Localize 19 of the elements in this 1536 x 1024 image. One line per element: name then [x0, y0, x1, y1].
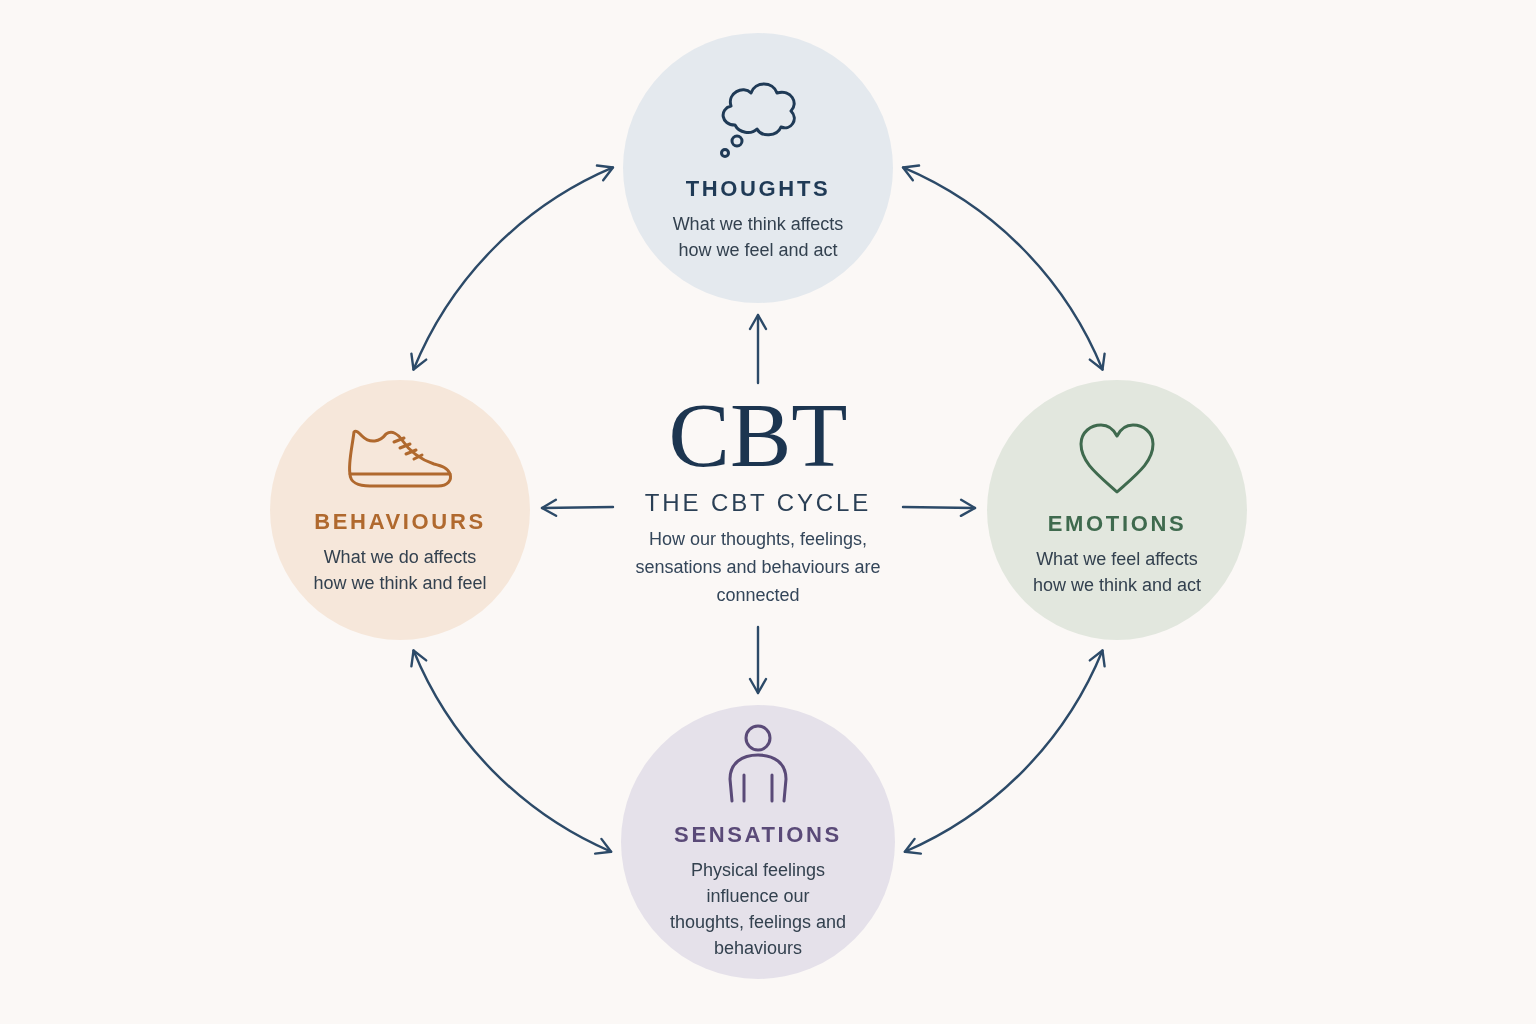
- arrow: [903, 649, 1105, 854]
- arrow: [901, 498, 977, 518]
- arrow: [748, 625, 768, 695]
- arrow: [748, 313, 768, 385]
- description: How our thoughts, feelings, sensations and behaviours are connected: [634, 528, 882, 607]
- arrow: [901, 165, 1105, 371]
- arrow: [411, 649, 613, 854]
- category-description: What we do affects how we think and feel: [312, 546, 488, 595]
- category-heading: BEHAVIOURS: [314, 508, 486, 536]
- category-heading: SENSATIONS: [674, 821, 842, 849]
- category-description: What we feel affects how we think and act: [1031, 548, 1203, 597]
- arrow: [411, 165, 615, 371]
- category-description: What we think affects how we feel and act: [671, 213, 845, 262]
- subtitle: THE CBT CYCLE: [644, 489, 872, 517]
- category-heading: EMOTIONS: [1047, 510, 1187, 538]
- title: CBT: [668, 393, 848, 477]
- category-description: Physical feelings influence our thoughts, feelings and behaviours: [668, 859, 848, 960]
- arrow: [540, 498, 615, 517]
- category-heading: THOUGHTS: [685, 175, 831, 203]
